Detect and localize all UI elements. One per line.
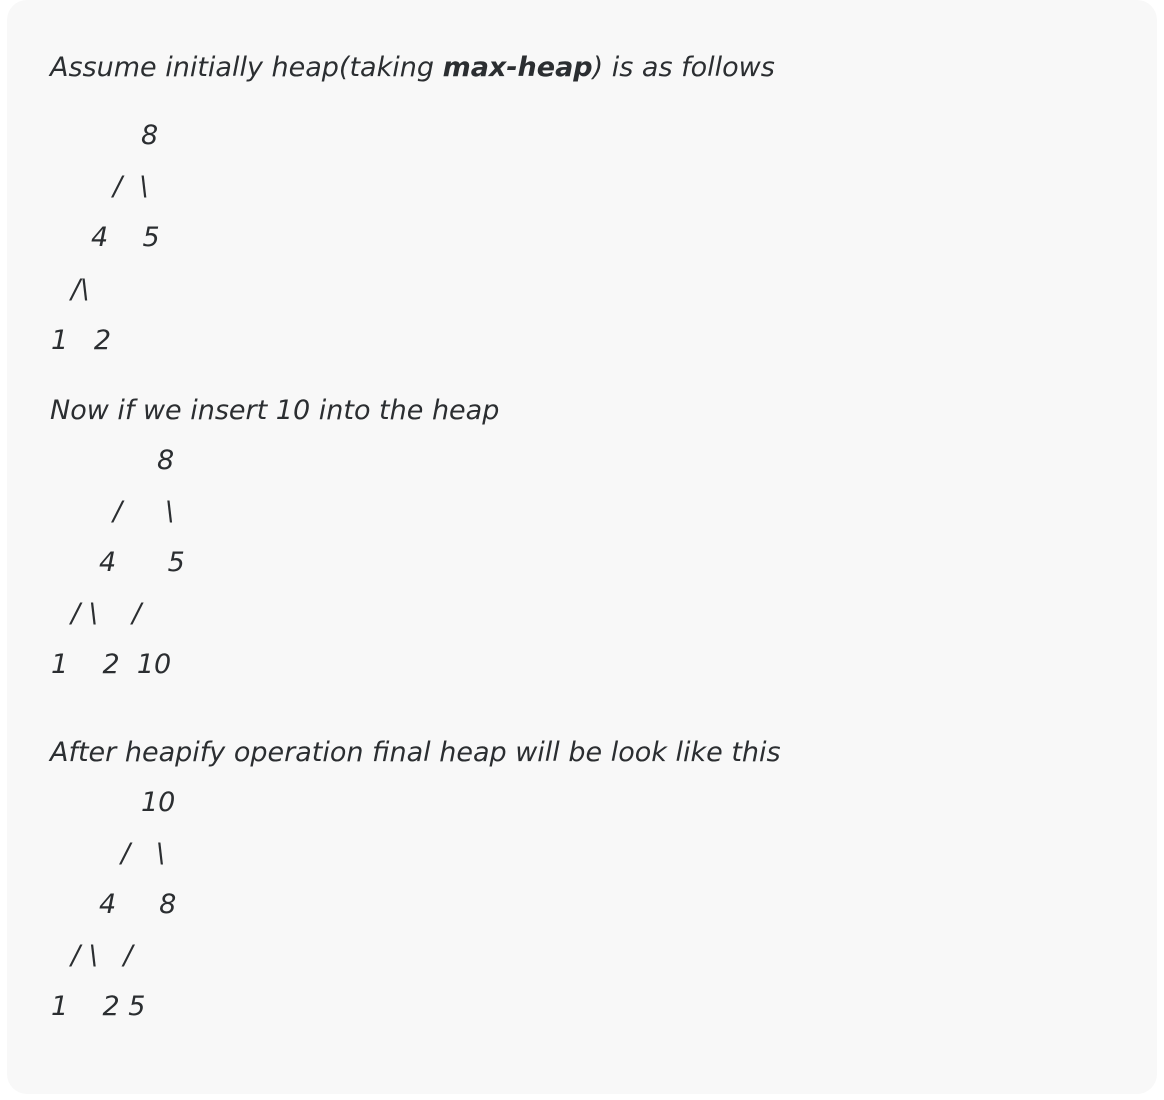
after-text: After heapify operation final heap will … [50, 737, 781, 768]
heap1-line-5: 1 2 [51, 325, 112, 356]
heap1-line-4: /\ [71, 274, 90, 305]
heap3-line-2: / \ [121, 838, 165, 869]
heap3-line-5: 1 2 5 [51, 991, 146, 1022]
heap1-line-2: / \ [113, 171, 149, 202]
heap2-line-1: 8 [157, 445, 175, 476]
answer-card: Assume initially heap(taking max-heap) i… [7, 0, 1157, 1094]
heap3-line-1: 10 [141, 787, 176, 818]
intro-text: Assume initially heap(taking max-heap) i… [50, 52, 775, 83]
heap3-line-3: 4 8 [99, 889, 177, 920]
heap2-line-2: / \ [113, 496, 175, 527]
heap3-line-4: / \ / [71, 940, 133, 971]
heap2-line-4: / \ / [71, 598, 142, 629]
heap1-line-3: 4 5 [91, 222, 160, 253]
heap2-line-3: 4 5 [99, 547, 185, 578]
heap1-line-1: 8 [141, 120, 159, 151]
heap2-line-5: 1 2 10 [51, 649, 172, 680]
insert-text: Now if we insert 10 into the heap [50, 395, 500, 426]
